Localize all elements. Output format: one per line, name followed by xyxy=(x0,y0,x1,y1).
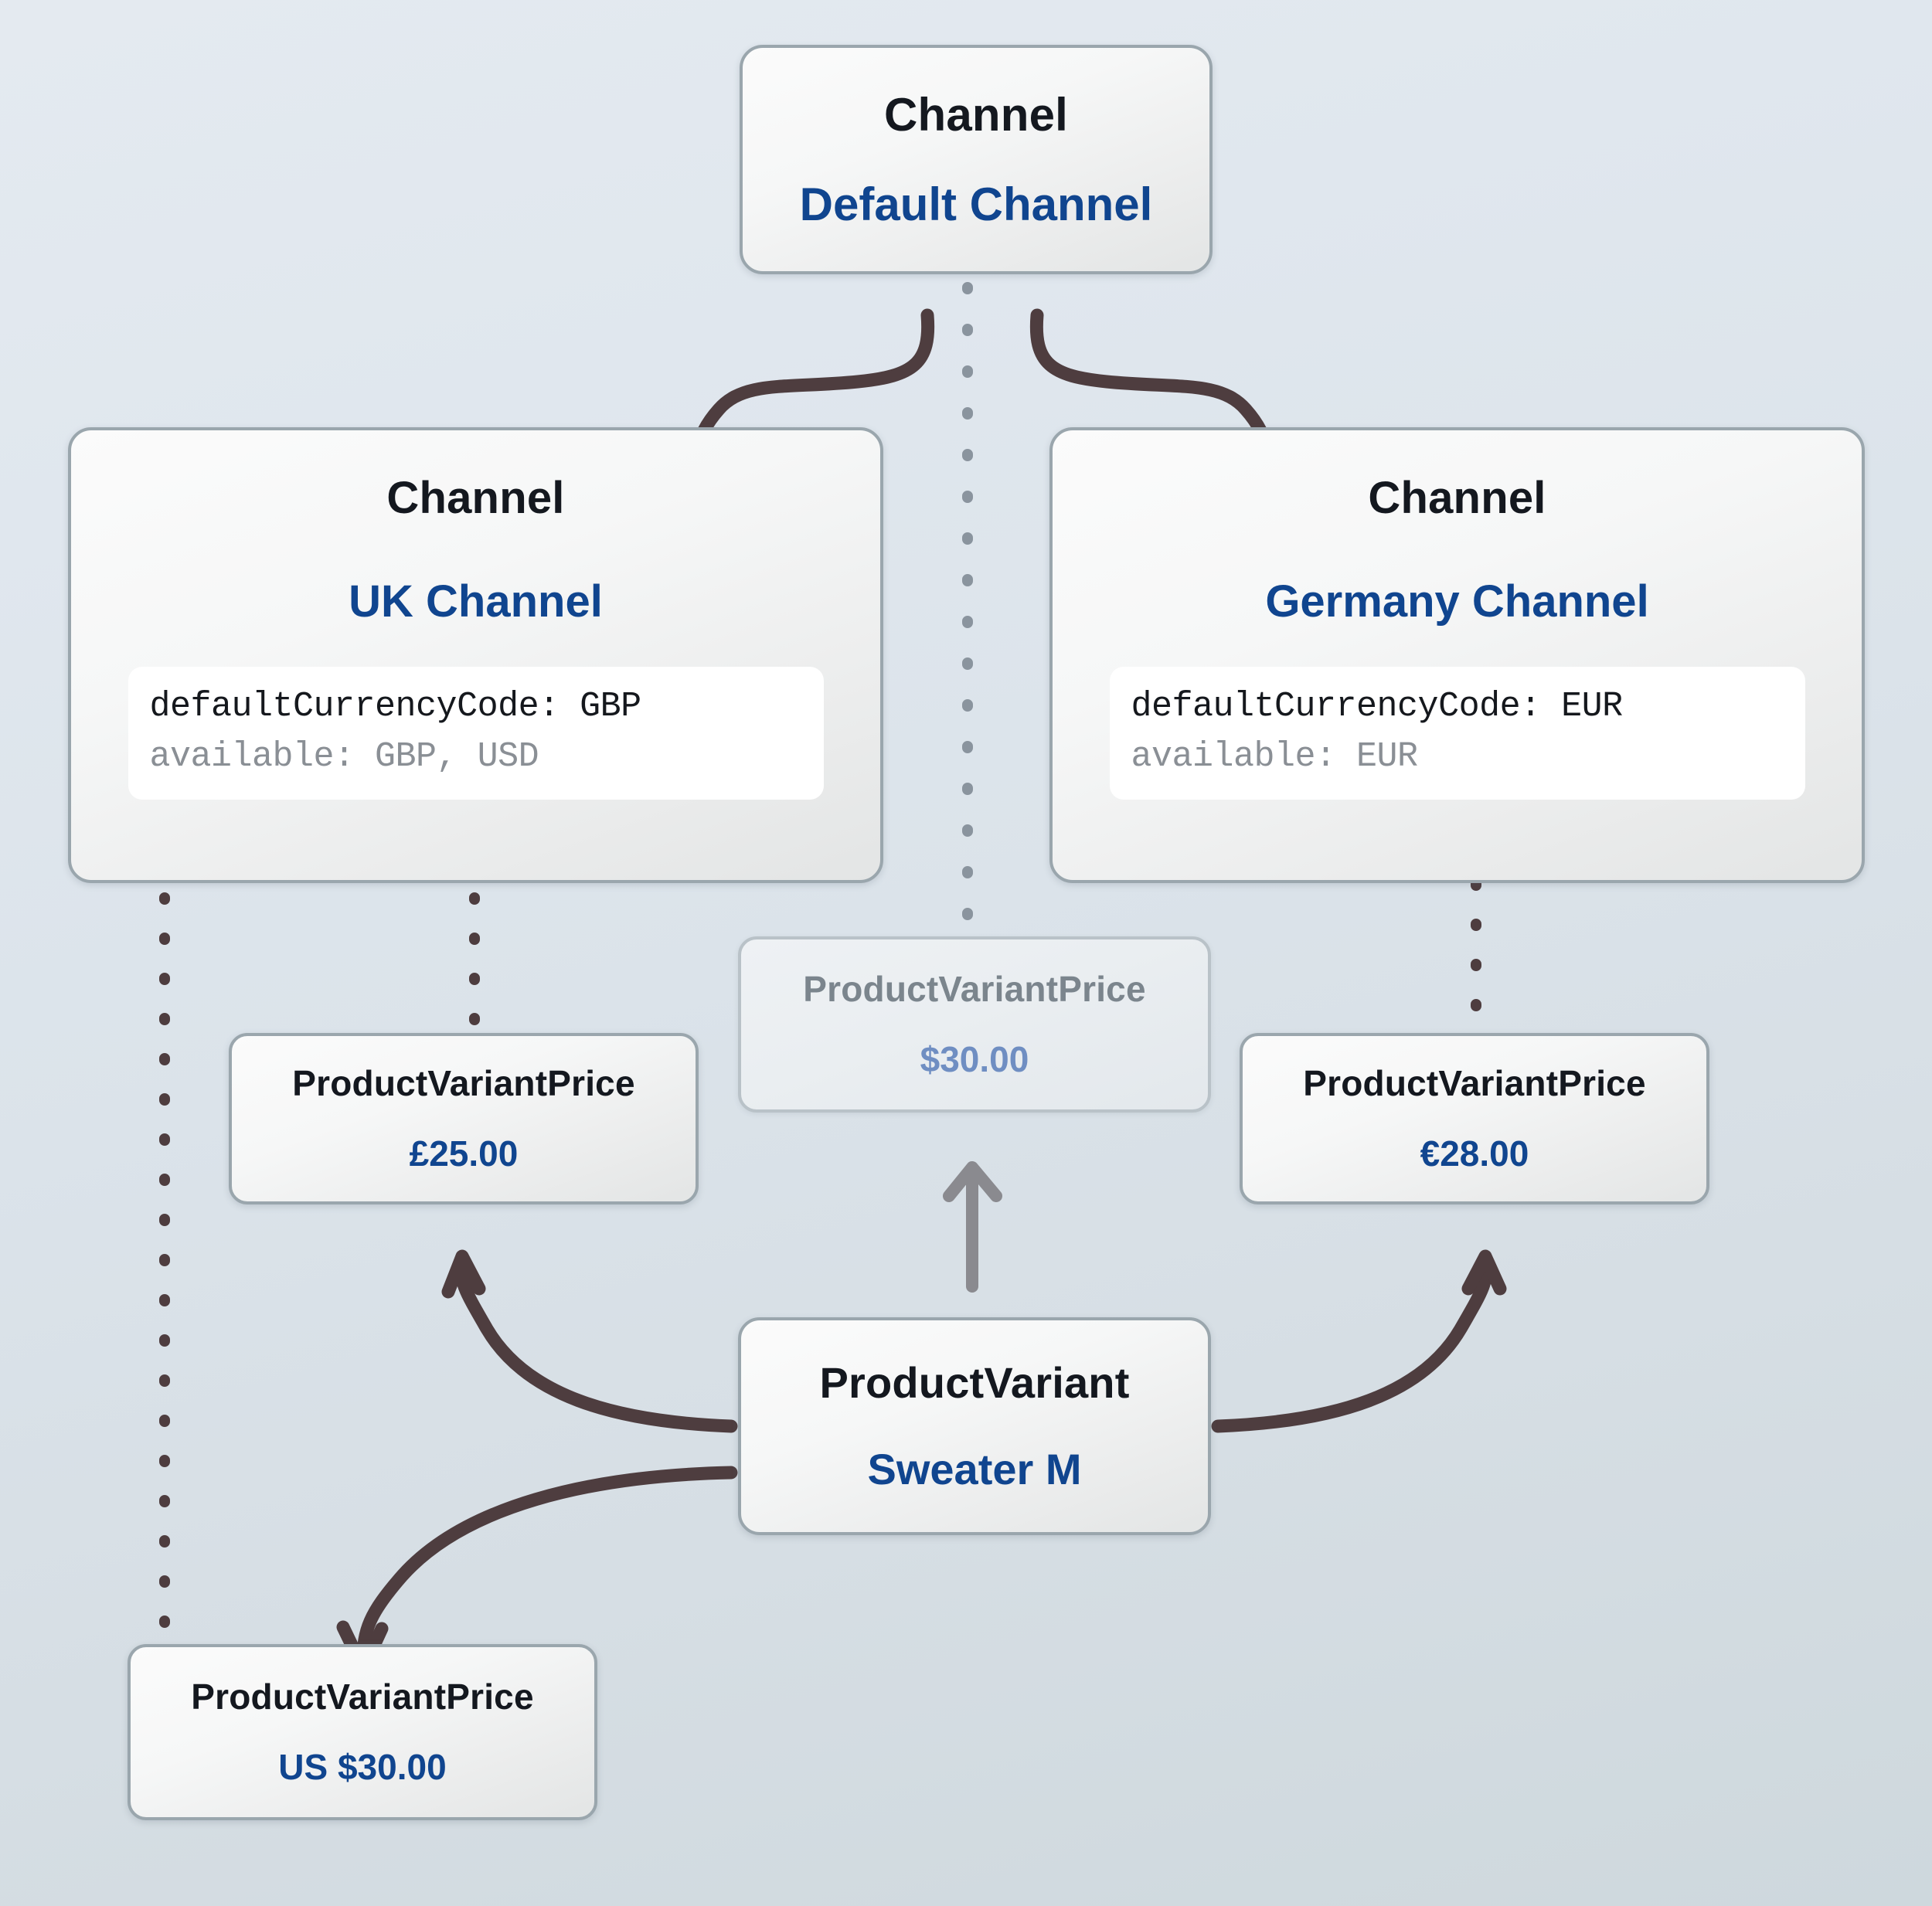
node-value-label: £25.00 xyxy=(409,1133,519,1174)
node-value-label: Sweater M xyxy=(867,1445,1082,1493)
node-price-usd-default[interactable]: ProductVariantPrice $30.00 xyxy=(738,936,1211,1113)
node-germany-channel[interactable]: Channel Germany Channel defaultCurrencyC… xyxy=(1049,427,1865,883)
node-value-label: Default Channel xyxy=(799,178,1153,230)
node-value-label: $30.00 xyxy=(920,1039,1029,1079)
node-type-label: ProductVariantPrice xyxy=(1303,1063,1646,1104)
node-price-eur[interactable]: ProductVariantPrice €28.00 xyxy=(1240,1033,1709,1204)
node-type-label: ProductVariantPrice xyxy=(292,1063,635,1104)
node-product-variant[interactable]: ProductVariant Sweater M xyxy=(738,1317,1211,1535)
arrow-product-variant-to-default-price xyxy=(943,1161,1002,1293)
node-default-channel[interactable]: Channel Default Channel xyxy=(740,45,1213,274)
node-type-label: Channel xyxy=(883,88,1069,141)
node-value-label: Germany Channel xyxy=(1265,576,1649,627)
arrow-product-variant-to-gbp-price xyxy=(441,1249,738,1433)
node-type-label: ProductVariantPrice xyxy=(191,1677,534,1717)
node-value-label: US $30.00 xyxy=(278,1747,447,1787)
property-available-currencies: available: GBP, USD xyxy=(149,736,539,776)
property-default-currency-code: defaultCurrencyCode: EUR xyxy=(1131,686,1624,726)
node-type-label: Channel xyxy=(1368,473,1546,523)
node-type-label: ProductVariantPrice xyxy=(803,969,1146,1010)
node-type-label: Channel xyxy=(386,473,565,523)
node-price-usd[interactable]: ProductVariantPrice US $30.00 xyxy=(128,1644,597,1820)
uk-channel-properties: defaultCurrencyCode: GBP available: GBP,… xyxy=(128,666,824,800)
arrow-product-variant-to-eur-price xyxy=(1211,1249,1507,1433)
node-price-gbp[interactable]: ProductVariantPrice £25.00 xyxy=(229,1033,699,1204)
node-type-label: ProductVariant xyxy=(819,1358,1130,1408)
property-default-currency-code: defaultCurrencyCode: GBP xyxy=(149,686,642,726)
germany-channel-properties: defaultCurrencyCode: EUR available: EUR xyxy=(1109,666,1805,800)
node-value-label: €28.00 xyxy=(1420,1133,1529,1174)
property-available-currencies: available: EUR xyxy=(1131,736,1419,776)
arrow-product-variant-to-usd-price xyxy=(336,1466,738,1676)
node-value-label: UK Channel xyxy=(349,576,603,627)
node-uk-channel[interactable]: Channel UK Channel defaultCurrencyCode: … xyxy=(68,427,883,883)
